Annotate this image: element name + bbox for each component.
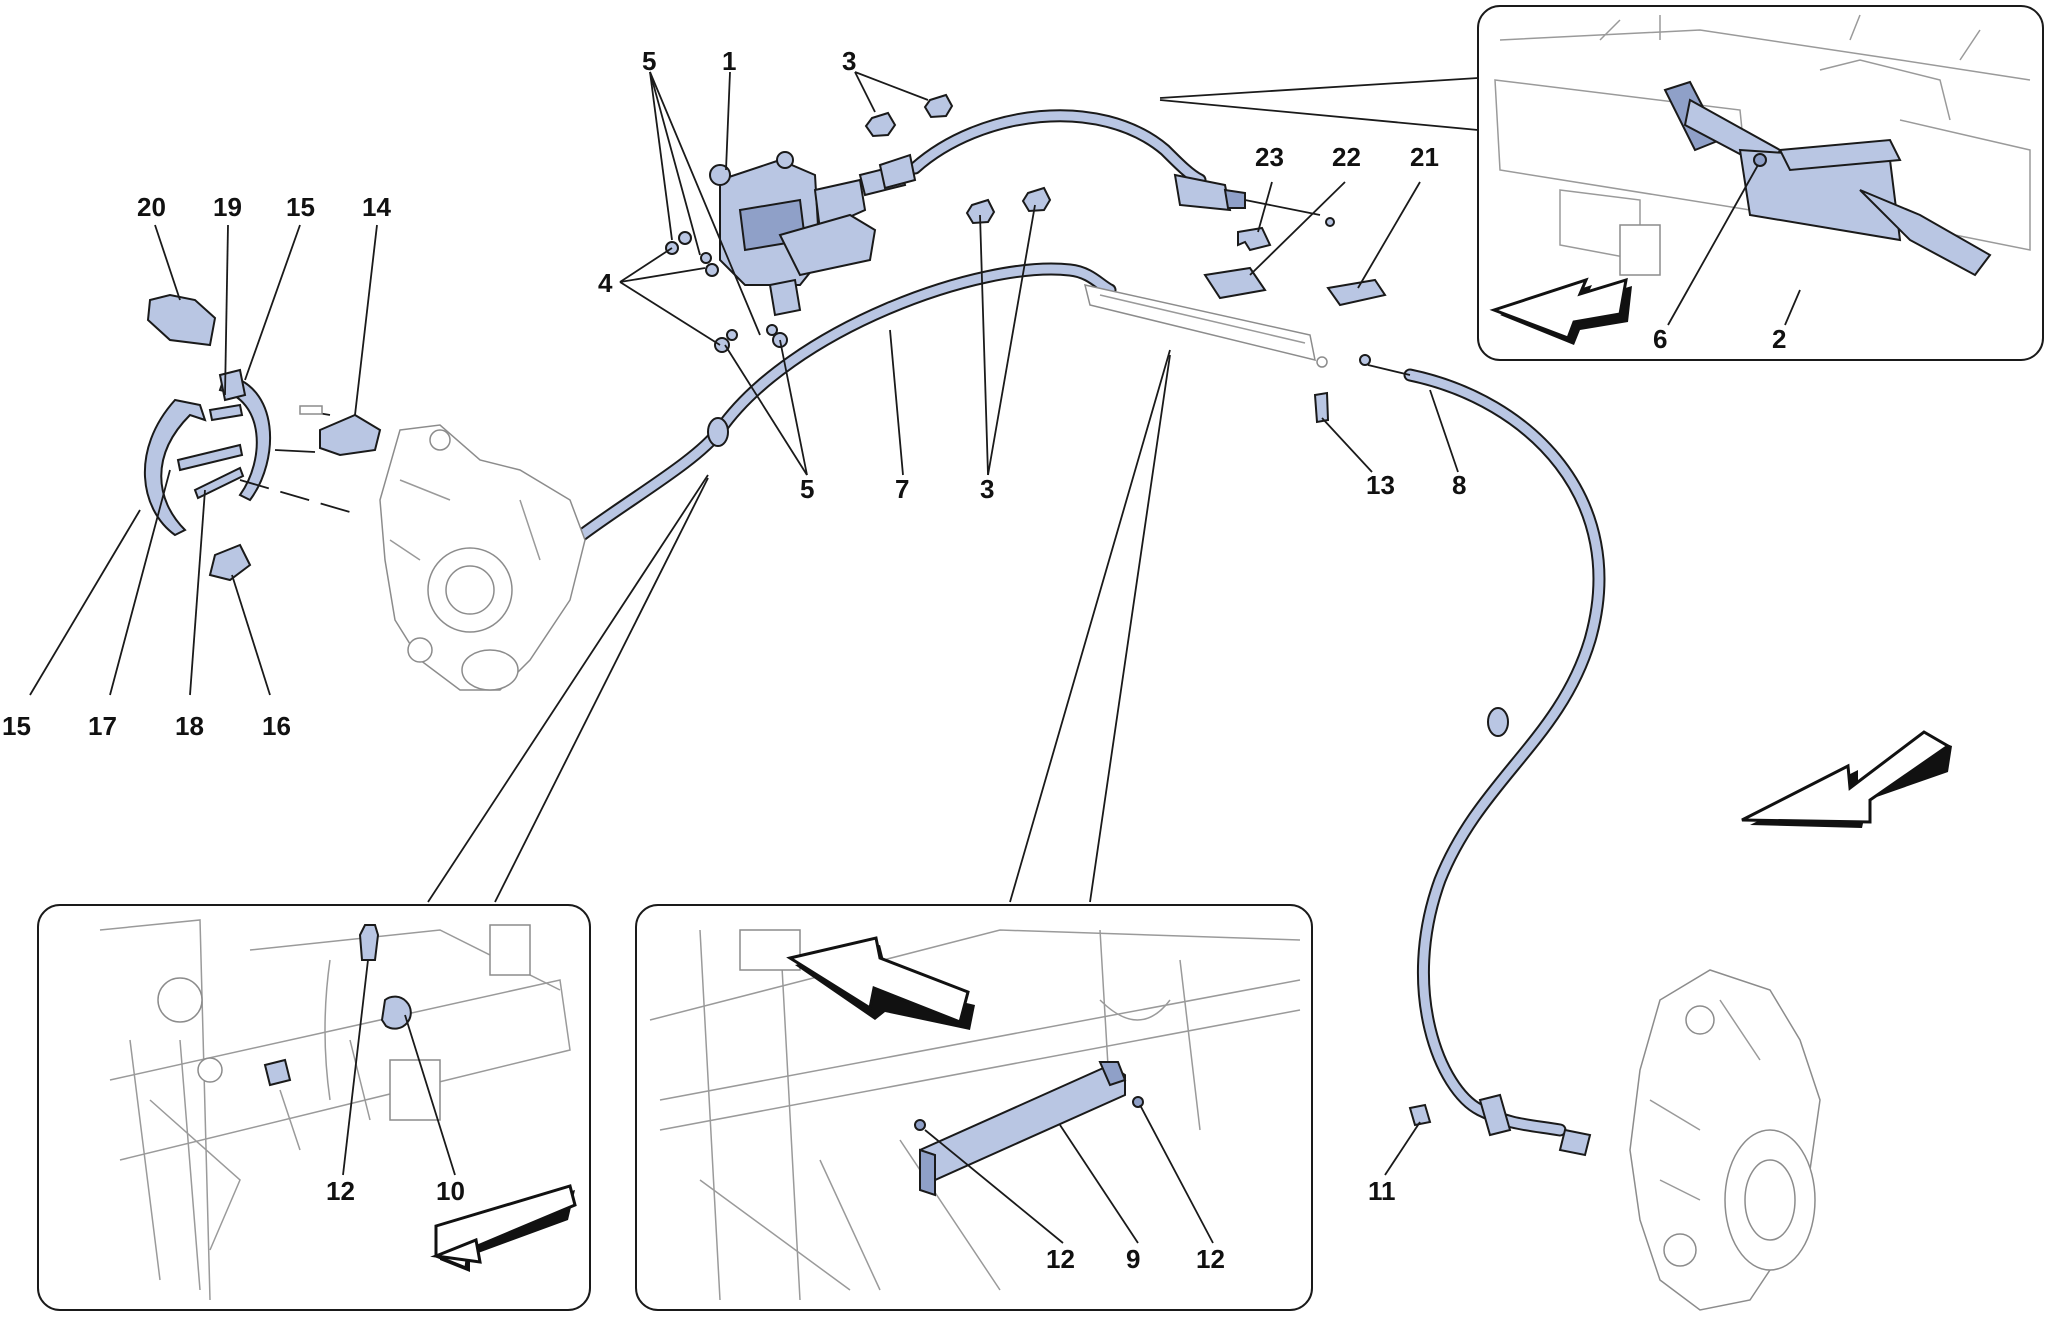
label-23: 23 bbox=[1255, 142, 1284, 172]
inset-bottom-left: 12 10 bbox=[37, 904, 591, 1311]
part-20 bbox=[146, 293, 217, 347]
nut-3-top bbox=[864, 93, 954, 138]
label-5: 5 bbox=[800, 474, 814, 504]
cable-front-to-actuator bbox=[908, 109, 1207, 187]
label-3: 3 bbox=[842, 46, 856, 76]
label-1: 1 bbox=[722, 46, 736, 76]
label-19: 19 bbox=[213, 192, 242, 222]
brake-shoe-15 bbox=[144, 368, 272, 537]
inset-bottom-center: 12 9 12 bbox=[635, 904, 1313, 1311]
label-13: 13 bbox=[1366, 470, 1395, 500]
hub-knuckle-left bbox=[379, 424, 586, 691]
label-8: 8 bbox=[1452, 470, 1466, 500]
part-16 bbox=[208, 543, 252, 582]
label-14: 14 bbox=[362, 192, 391, 222]
label-12: 12 bbox=[326, 1176, 355, 1206]
cable-8 bbox=[1403, 368, 1606, 1137]
bracket-9-main bbox=[1083, 284, 1328, 368]
label-5: 5 bbox=[642, 46, 656, 76]
clip-cable-8 bbox=[1478, 1093, 1512, 1137]
label-9: 9 bbox=[1126, 1244, 1140, 1274]
direction-arrow bbox=[1741, 730, 1952, 828]
nut-3-mid bbox=[965, 186, 1052, 225]
part-21 bbox=[1326, 278, 1387, 307]
label-20: 20 bbox=[137, 192, 166, 222]
bolt-13 bbox=[1313, 391, 1330, 424]
bolt-11 bbox=[1408, 1103, 1432, 1127]
label-16: 16 bbox=[262, 711, 291, 741]
clip-23 bbox=[1237, 226, 1272, 252]
label-4: 4 bbox=[598, 268, 613, 298]
label-7: 7 bbox=[895, 474, 909, 504]
connector-module bbox=[1173, 173, 1335, 227]
label-22: 22 bbox=[1332, 142, 1361, 172]
label-3: 3 bbox=[980, 474, 994, 504]
label-6: 6 bbox=[1653, 324, 1667, 354]
label-12: 12 bbox=[1196, 1244, 1225, 1274]
inset-top-right: 6 2 bbox=[1477, 5, 2044, 361]
label-12: 12 bbox=[1046, 1244, 1075, 1274]
label-15: 15 bbox=[2, 711, 31, 741]
label-15: 15 bbox=[286, 192, 315, 222]
part-22 bbox=[1203, 266, 1267, 300]
label-2: 2 bbox=[1772, 324, 1786, 354]
actuator-1 bbox=[709, 151, 917, 317]
label-18: 18 bbox=[175, 711, 204, 741]
part-14 bbox=[319, 413, 382, 457]
label-21: 21 bbox=[1410, 142, 1439, 172]
label-11: 11 bbox=[1368, 1176, 1396, 1206]
hub-knuckle-right bbox=[1629, 969, 1821, 1311]
label-10: 10 bbox=[436, 1176, 465, 1206]
springs bbox=[176, 403, 245, 500]
label-17: 17 bbox=[88, 711, 117, 741]
